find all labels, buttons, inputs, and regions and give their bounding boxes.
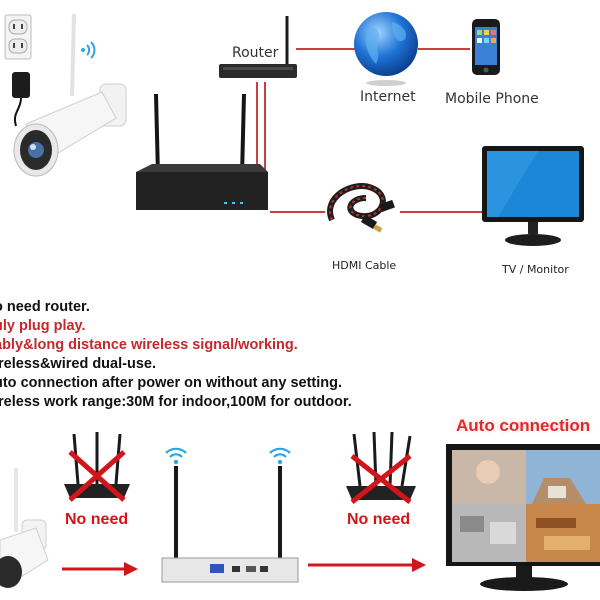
feature-line: ireless work range:30M for indoor,100M f… [0, 394, 352, 410]
hdmi-cable-icon [327, 183, 395, 233]
feature-list: o need router. uly plug play. ably&long … [0, 298, 594, 412]
hdmi-monitor-line [400, 211, 486, 213]
globe-icon [354, 12, 418, 86]
feature-line: ireless&wired dual-use. [0, 356, 156, 372]
power-outlet-icon [4, 14, 32, 60]
no-need-label-left: No need [65, 511, 129, 528]
mobile-phone-label: Mobile Phone [445, 91, 539, 107]
feature-line: uly plug play. [0, 318, 86, 334]
router-label: Router [232, 45, 279, 61]
feature-line: ably&long distance wireless signal/worki… [0, 337, 298, 353]
internet-phone-line [418, 48, 470, 50]
nvr-icon [161, 466, 299, 583]
no-need-label-right: No need [347, 511, 411, 528]
wifi-signal-icon [81, 41, 96, 59]
router-nvr-line-2 [264, 82, 266, 172]
router-nvr-line-1 [256, 82, 258, 172]
feature-line: o need router. [0, 299, 90, 315]
arrow-right-icon [308, 558, 426, 572]
cross-icon [350, 454, 412, 504]
bullet-camera-icon [0, 468, 49, 588]
cross-icon [68, 450, 126, 502]
bullet-camera-icon [13, 14, 127, 177]
monitor-icon [446, 444, 600, 591]
wifi-signal-icon [165, 447, 187, 465]
power-adapter-icon [12, 72, 30, 127]
auto-connection-label: Auto connection [456, 416, 591, 435]
router-icon [219, 16, 297, 78]
router-internet-line [296, 48, 358, 50]
arrow-right-icon [62, 562, 138, 576]
nvr-icon [136, 93, 268, 210]
wifi-signal-icon [269, 447, 291, 465]
nvr-hdmi-line [270, 211, 325, 213]
internet-label: Internet [360, 89, 416, 105]
hdmi-cable-label: HDMI Cable [332, 259, 397, 272]
tv-monitor-label: TV / Monitor [502, 263, 569, 276]
mobile-phone-icon [472, 19, 500, 75]
monitor-icon [482, 146, 584, 246]
feature-line: uto connection after power on without an… [0, 375, 342, 391]
